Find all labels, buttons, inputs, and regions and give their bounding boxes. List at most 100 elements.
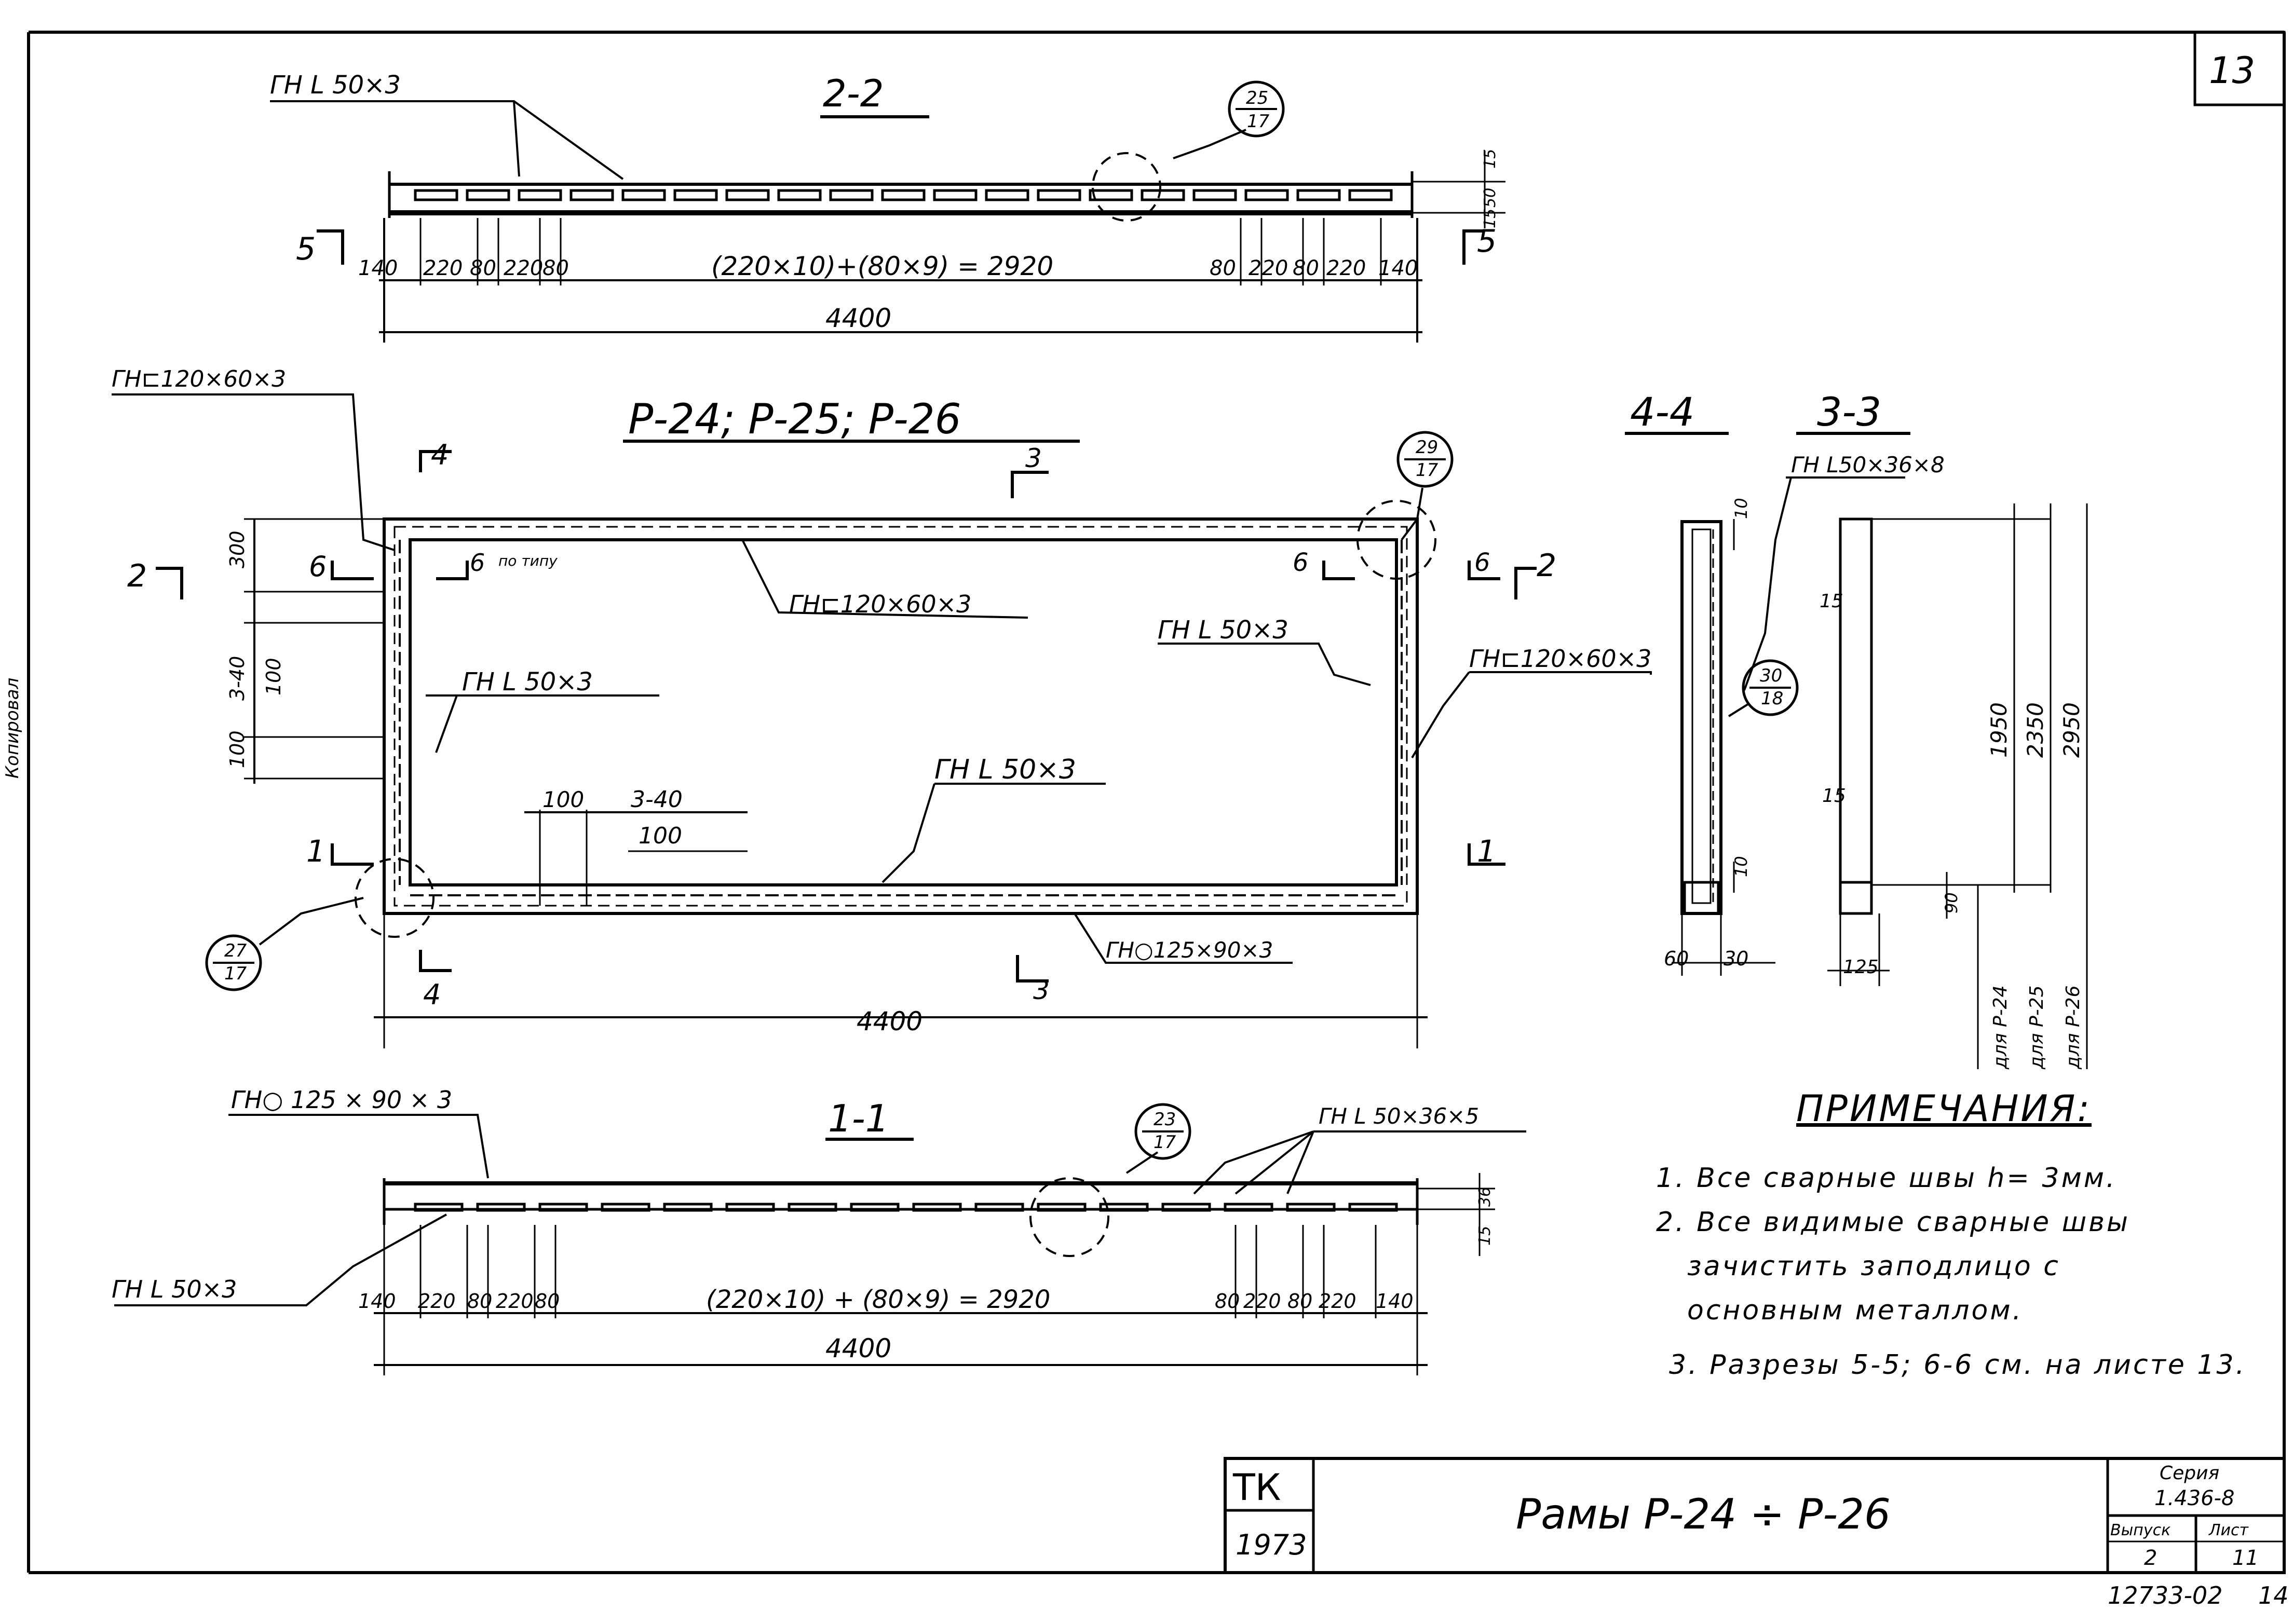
plan-right-profile: ГН⊏120×60×3: [1469, 645, 1651, 673]
sheet-label: Лист: [2208, 1521, 2249, 1539]
section-1-1-profile-left: ГН L 50×3: [112, 1275, 237, 1303]
node-23-num: 23: [1154, 1109, 1176, 1130]
height-label-p26: для Р-26: [2063, 985, 2084, 1070]
node-29-den: 17: [1416, 460, 1439, 481]
title-block-frame: [1224, 1457, 2286, 1574]
series-label: Серия: [2160, 1463, 2219, 1484]
dim-1-1-4: 80: [535, 1290, 560, 1313]
dim-1-1-0: 140: [358, 1290, 396, 1313]
cut-2-right: 2: [1537, 548, 1556, 584]
dim-3-3-15b: 15: [1822, 785, 1846, 807]
node-27-den: 17: [224, 963, 247, 984]
dim-2-2-8: 80: [1293, 256, 1319, 280]
dim-3-3-90: 90: [1942, 892, 1961, 913]
note-2: 2. Все видимые сварные швы: [1656, 1207, 2130, 1238]
dim-1-1-10: 140: [1376, 1290, 1414, 1313]
cut-6-d: 6: [1474, 548, 1490, 577]
dim-2-2-9: 220: [1326, 256, 1366, 280]
dim-2-2-3: 220: [504, 256, 543, 280]
dim-4-4-top: 10: [1731, 498, 1751, 519]
weld-slots-1-1: [414, 1203, 1398, 1212]
section-1-1-profile-top: ГН○ 125 × 90 × 3: [231, 1086, 452, 1114]
dim-2-2-6: 80: [1210, 256, 1236, 280]
org-label: ТК: [1232, 1466, 1281, 1509]
plan-dim-300: 300: [226, 530, 249, 568]
plan-weld-size: 100: [542, 787, 584, 812]
dim-1-1-8: 80: [1287, 1290, 1312, 1313]
series-value: 1.436-8: [2154, 1486, 2234, 1510]
plan-overall: 4400: [857, 1006, 922, 1036]
plan-right-angle: ГН L 50×3: [1158, 616, 1288, 645]
dim-2-2-chain: (220×10)+(80×9) = 2920: [711, 251, 1053, 281]
node-29-num: 29: [1416, 437, 1438, 458]
node-30-den: 18: [1761, 688, 1783, 709]
main-title: Р-24; Р-25; Р-26: [628, 395, 961, 443]
cut-6-a: 6: [309, 550, 327, 583]
cut-1-right: 1: [1477, 834, 1496, 869]
issue-label: Выпуск: [2110, 1521, 2170, 1539]
hdim-2-2-1: 50: [1481, 188, 1499, 208]
plan-top-profile: ГН⊏120×60×3: [789, 590, 971, 618]
hdim-2-2-0: 15: [1481, 149, 1499, 169]
plan-note-6: по типу: [498, 552, 558, 569]
note-2-end: основным металлом.: [1687, 1295, 2024, 1326]
note-2-cont: зачистить заподлицо с: [1687, 1251, 2060, 1282]
note-1: 1. Все сварные швы h= 3мм.: [1656, 1163, 2117, 1194]
section-2-2-title: 2-2: [823, 72, 884, 115]
cut-6-b: 6: [470, 549, 485, 577]
sheet-frame: [27, 31, 2286, 1574]
weld-slots-2-2: [414, 189, 1393, 201]
node-30-num: 30: [1760, 665, 1782, 686]
dim-2-2-2: 80: [470, 256, 496, 280]
bottom-page: 14: [2258, 1581, 2289, 1609]
dim-2-2-1: 220: [423, 256, 463, 280]
left-margin-note: Копировал: [2, 678, 23, 779]
plan-left-angle: ГН L 50×3: [462, 667, 593, 697]
section-3-3-profile: ГН L50×36×8: [1791, 452, 1945, 477]
cut-3-top: 3: [1025, 443, 1042, 473]
dim-1-1-1: 220: [418, 1290, 456, 1313]
section-1-1-profile-right: ГН L 50×36×5: [1319, 1103, 1479, 1129]
dim-4-4-bottom: 10: [1731, 856, 1751, 877]
hdim-2-2-2: 15: [1481, 209, 1499, 228]
cut-6-c: 6: [1293, 548, 1309, 577]
section-1-1: [114, 1103, 1526, 1375]
node-23-den: 17: [1154, 1132, 1176, 1153]
cut-1-left: 1: [306, 834, 325, 869]
section-2-2-profile: ГН L 50×3: [270, 71, 401, 100]
height-2950: 2950: [2059, 702, 2084, 758]
section-2-2: [270, 80, 1505, 343]
dim-2-2-7: 220: [1249, 256, 1288, 280]
year-label: 1973: [1236, 1529, 1307, 1561]
issue-value: 2: [2144, 1546, 2157, 1570]
height-label-p25: для Р-25: [2026, 985, 2047, 1070]
hdim-1-1-1: 15: [1476, 1226, 1494, 1246]
section-1-1-title: 1-1: [828, 1097, 889, 1140]
hdim-1-1-0: 36: [1476, 1187, 1494, 1207]
drawing-title: Рамы Р-24 ÷ Р-26: [1516, 1490, 1891, 1538]
section-4-4-title: 4-4: [1630, 389, 1694, 435]
overall-2-2: 4400: [825, 303, 891, 333]
plan-bottom-angle: ГН L 50×3: [934, 754, 1076, 785]
node-25-num: 25: [1246, 88, 1268, 108]
dim-3-3-125: 125: [1843, 957, 1879, 978]
sections-4-4-3-3: [1625, 432, 2088, 1069]
cut-2-left: 2: [127, 558, 147, 594]
bottom-code: 12733-02: [2108, 1581, 2222, 1609]
plan-bottom-profile: ГН○125×90×3: [1106, 937, 1273, 963]
height-label-p24: для Р-24: [1990, 985, 2011, 1070]
dim-3-3-15a: 15: [1820, 591, 1843, 612]
cut-4-top: 4: [431, 439, 449, 471]
dim-1-1-chain: (220×10) + (80×9) = 2920: [706, 1285, 1050, 1314]
dim-1-1-9: 220: [1319, 1290, 1356, 1313]
notes-heading: ПРИМЕЧАНИЯ:: [1796, 1087, 2092, 1130]
dim-1-1-2: 80: [467, 1290, 492, 1313]
dim-1-1-3: 220: [496, 1290, 534, 1313]
dim-1-1-6: 80: [1215, 1290, 1240, 1313]
plan-left-profile: ГН⊏120×60×3: [112, 366, 286, 392]
dim-2-2-0: 140: [358, 256, 398, 280]
dim-2-2-10: 140: [1378, 256, 1418, 280]
dim-2-2-4: 80: [542, 256, 569, 280]
cut-5-left: 5: [296, 231, 316, 267]
cut-5-right: 5: [1477, 223, 1497, 260]
